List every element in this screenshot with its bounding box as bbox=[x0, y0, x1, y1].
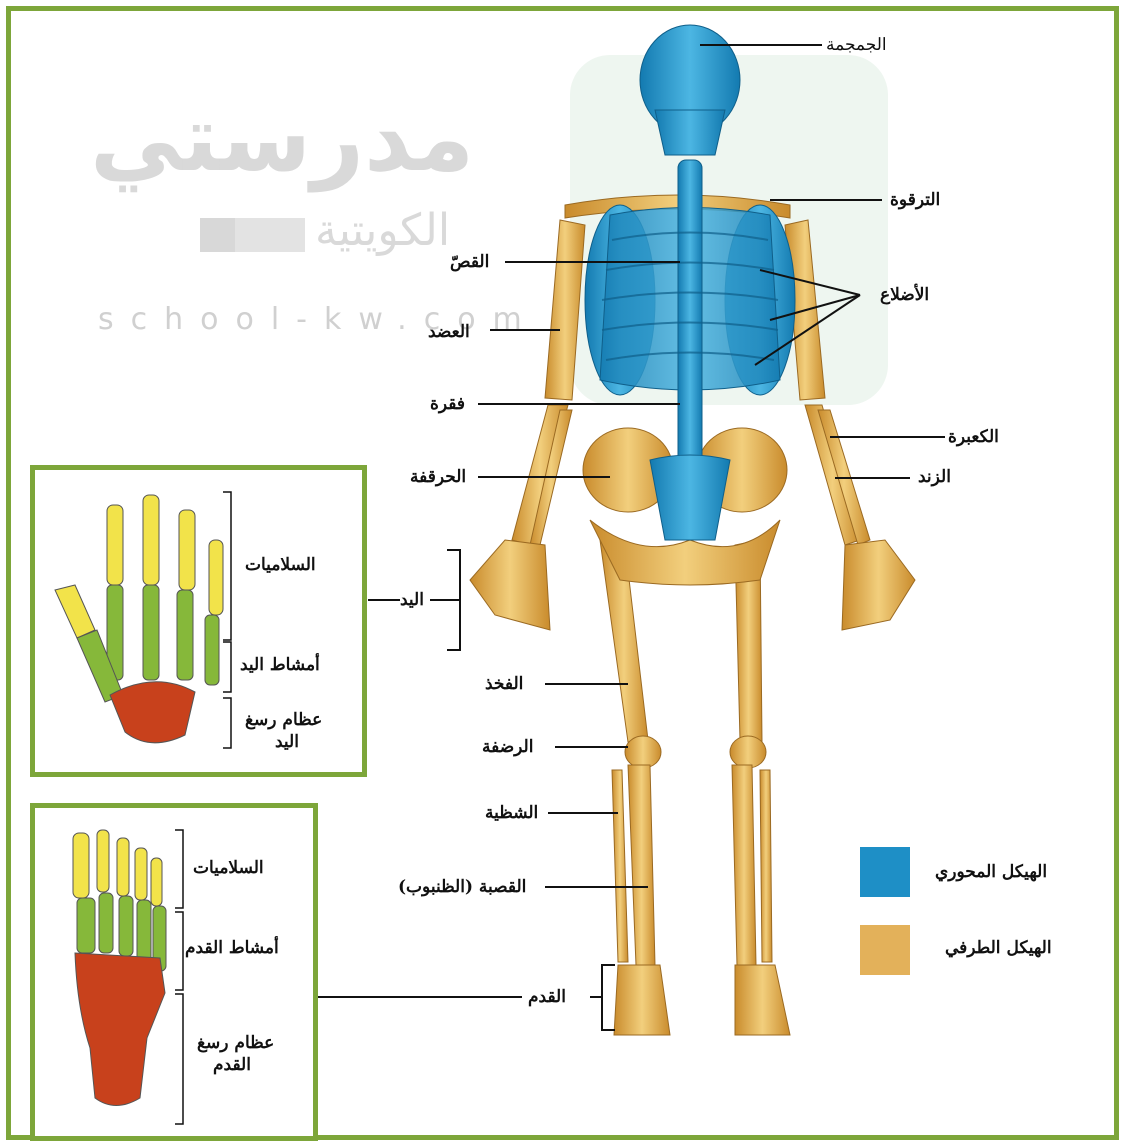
legend-axial-label: الهيكل المحوري bbox=[935, 862, 1047, 882]
label-patella: الرضفة bbox=[482, 737, 533, 757]
hand-phalanges-label: السلاميات bbox=[245, 555, 316, 575]
hand-inset: السلاميات أمشاط اليد عظام رسغ اليد bbox=[30, 465, 367, 777]
foot-phalanges-label: السلاميات bbox=[193, 858, 264, 878]
legend-appendicular-label: الهيكل الطرفي bbox=[945, 938, 1052, 958]
label-tibia: القصبة (الظنبوب) bbox=[398, 877, 526, 897]
label-humerus: العضد bbox=[428, 322, 470, 342]
hand-carpals-label-1: عظام رسغ bbox=[245, 710, 322, 730]
label-foot: القدم bbox=[528, 987, 566, 1007]
label-vertebra: فقرة bbox=[430, 394, 465, 414]
foot-inset: السلاميات أمشاط القدم عظام رسغ القدم bbox=[30, 803, 318, 1141]
foot-metatarsals-label: أمشاط القدم bbox=[185, 938, 279, 958]
label-ulna: الزند bbox=[918, 467, 951, 487]
foot-tarsals-label-2: القدم bbox=[213, 1055, 251, 1075]
label-femur: الفخذ bbox=[485, 674, 523, 694]
foot-bones-illustration bbox=[35, 808, 315, 1138]
label-sternum: القصّ bbox=[450, 252, 489, 272]
label-ribs: الأضلاع bbox=[880, 285, 929, 305]
label-clavicle: الترقوة bbox=[890, 190, 940, 210]
label-radius: الكعبرة bbox=[948, 427, 999, 447]
label-fibula: الشظية bbox=[485, 803, 538, 823]
leg-bones bbox=[600, 540, 790, 1035]
label-pelvis: الحرقفة bbox=[410, 467, 466, 487]
label-skull: الجمجمة bbox=[826, 35, 887, 55]
legend-appendicular-swatch bbox=[860, 925, 910, 975]
label-hand: اليد bbox=[400, 590, 424, 610]
hand-carpals-label-2: اليد bbox=[275, 732, 299, 752]
hand-metacarpals-label: أمشاط اليد bbox=[240, 655, 320, 675]
foot-tarsals-label-1: عظام رسغ bbox=[197, 1033, 274, 1053]
legend-axial-swatch bbox=[860, 847, 910, 897]
